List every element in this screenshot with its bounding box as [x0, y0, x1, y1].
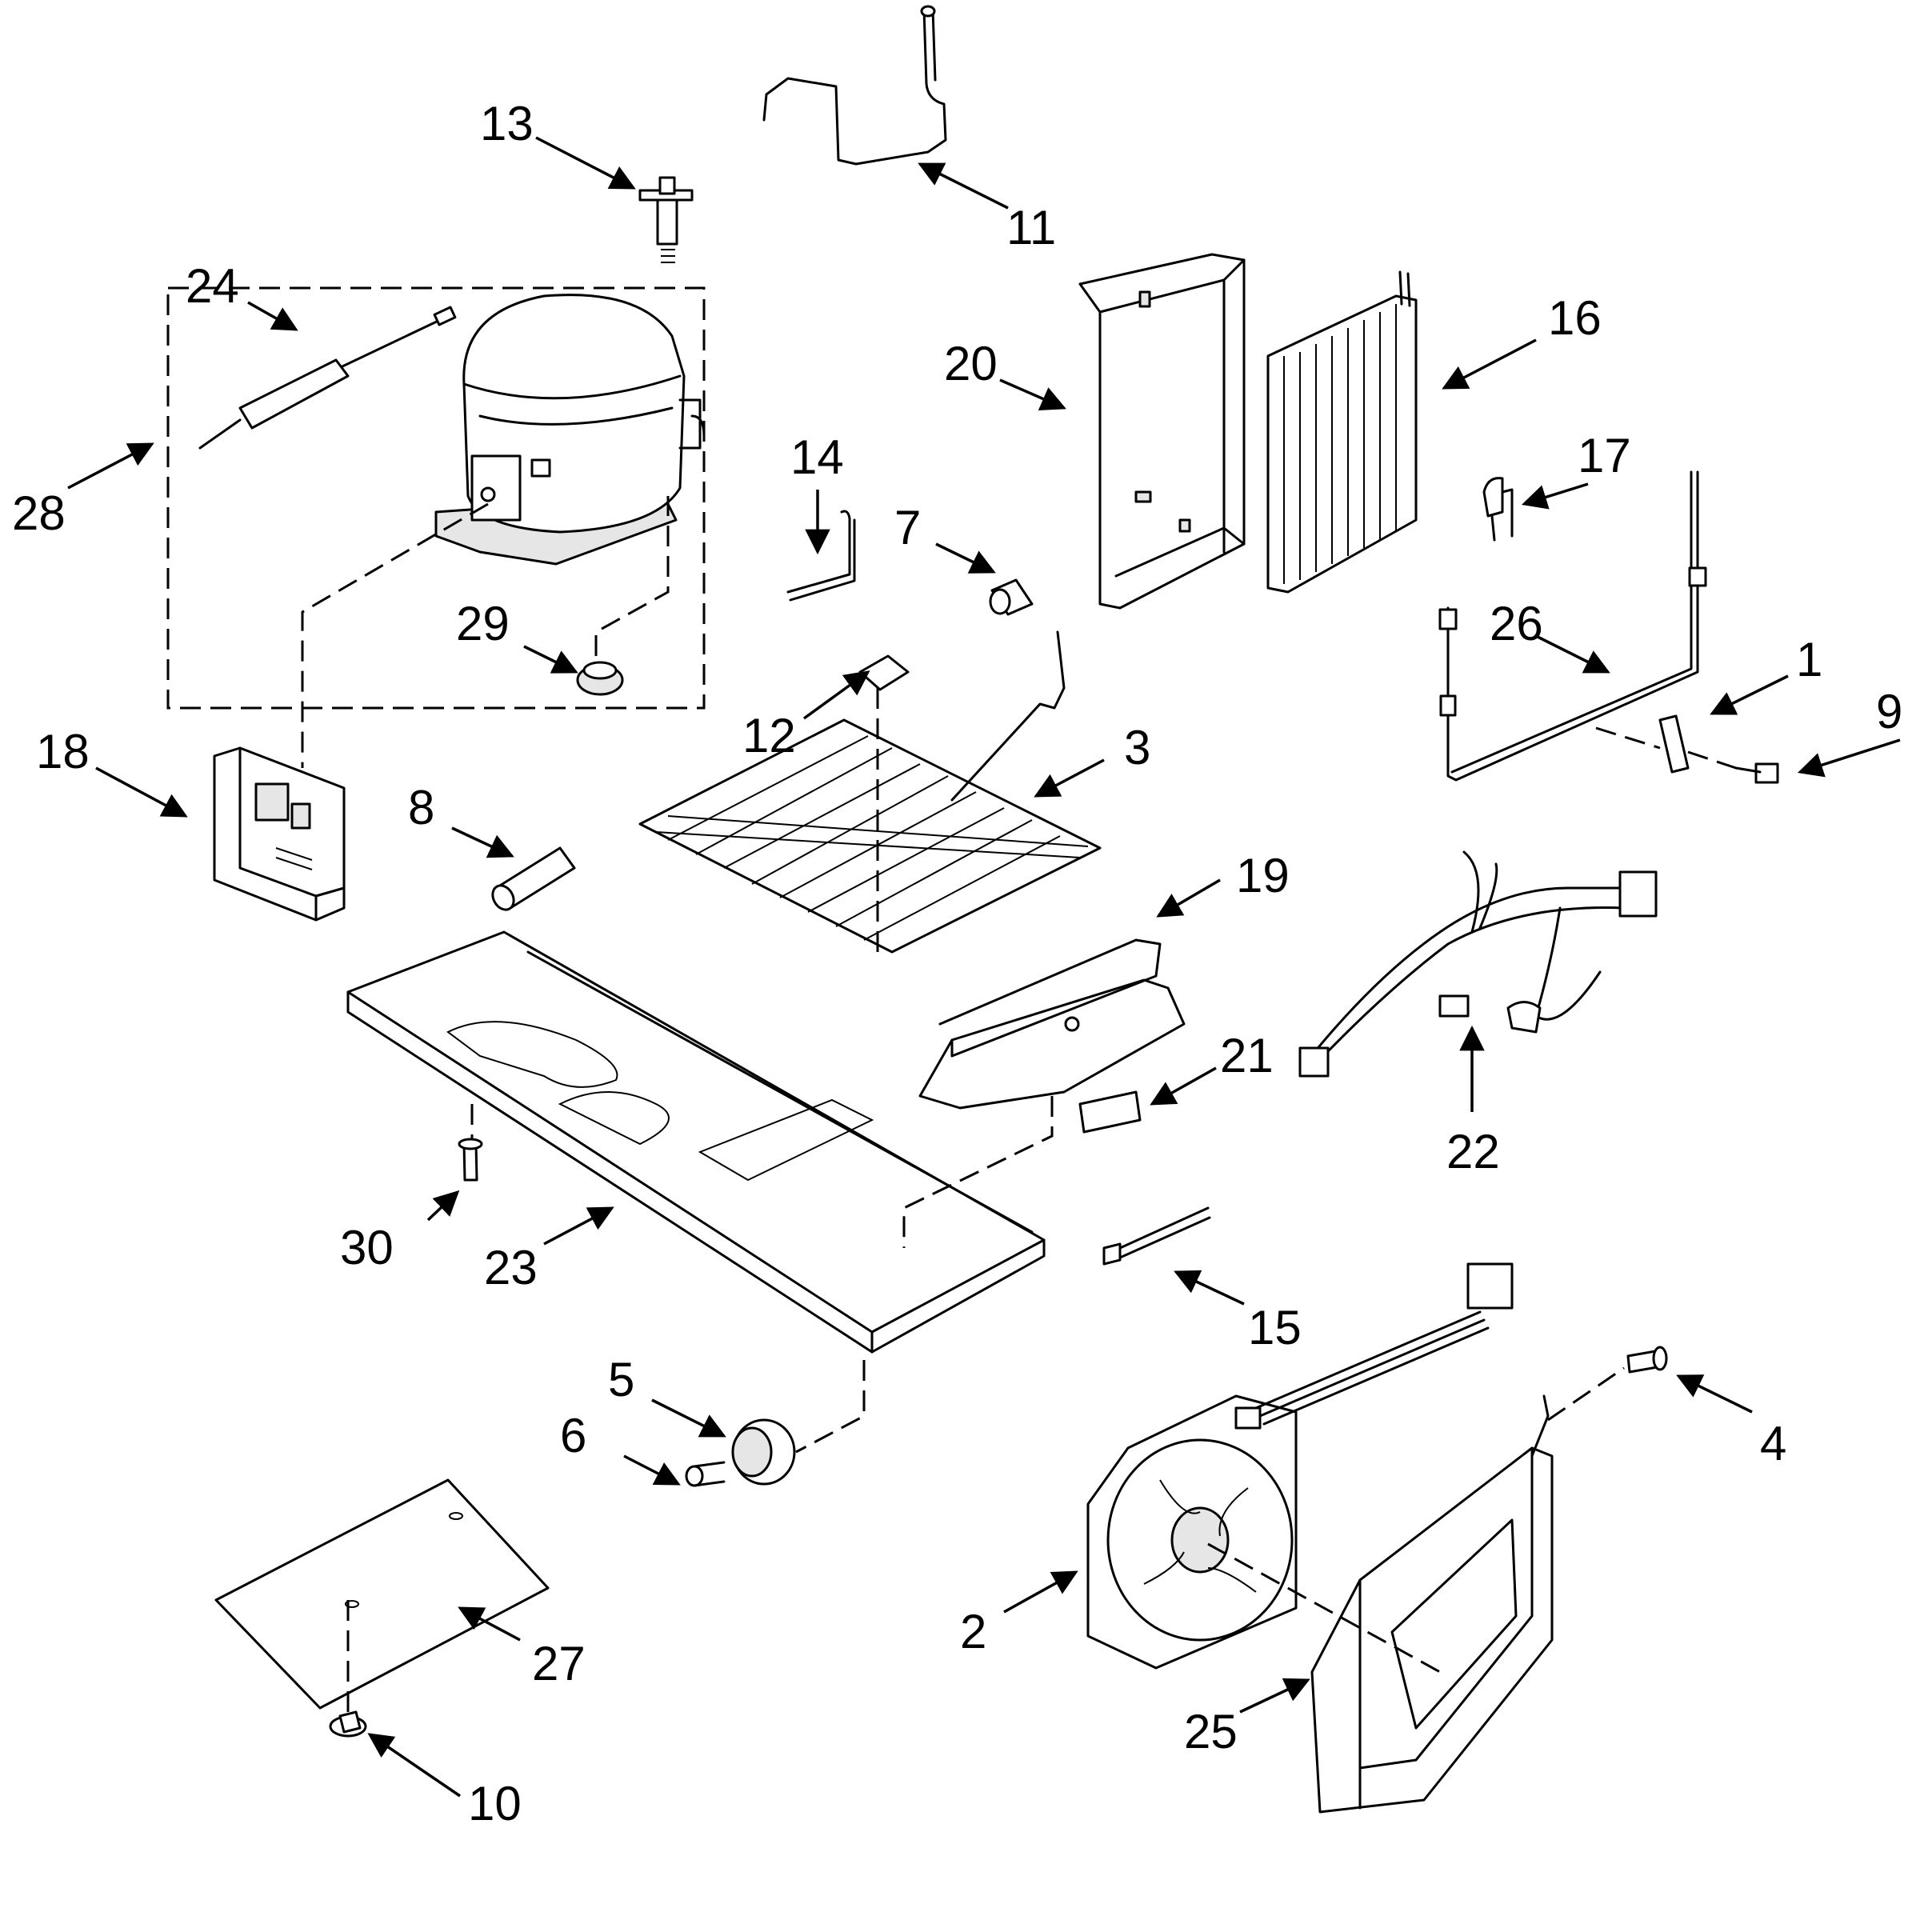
- control-box-part-18: [213, 746, 346, 922]
- callout-14: 14: [790, 430, 844, 484]
- clip-part-12: [858, 654, 910, 691]
- heater-wire-part-26: [1438, 470, 1707, 782]
- callout-10: 10: [468, 1777, 522, 1830]
- callout-20: 20: [944, 337, 998, 390]
- sleeve-part-8: [491, 846, 576, 911]
- evaporator-coil-part-16: [1266, 270, 1418, 594]
- clip-part-17: [1482, 477, 1514, 542]
- screw-part-9: [1734, 762, 1779, 784]
- callout-2: 2: [960, 1605, 986, 1658]
- callout-1: 1: [1796, 633, 1822, 686]
- insulation-pad-part-27: [214, 1478, 550, 1710]
- callout-9: 9: [1876, 685, 1902, 738]
- compressor-part-28: [434, 294, 706, 566]
- callout-16: 16: [1548, 291, 1602, 345]
- drain-pan-part-19: [918, 938, 1186, 1110]
- callout-arrows: [67, 136, 1901, 1798]
- filter-drier-part-24: [198, 306, 457, 450]
- callout-13: 13: [480, 97, 534, 150]
- foot-part-5: [731, 1418, 796, 1486]
- coupling-part-7: [989, 578, 1034, 616]
- clip-part-1: [1658, 714, 1690, 774]
- grommet-part-29: [576, 661, 624, 696]
- assembly-leaders: [166, 286, 1737, 1712]
- callout-8: 8: [408, 781, 434, 834]
- screw-part-30: [458, 1138, 483, 1182]
- callout-21: 21: [1220, 1029, 1274, 1082]
- callout-4: 4: [1760, 1417, 1786, 1470]
- gasket-part-21: [1078, 1090, 1142, 1134]
- callout-7: 7: [894, 501, 921, 554]
- screw-part-4: [1626, 1346, 1668, 1374]
- wiring-harness-part-22: [1298, 850, 1658, 1078]
- callout-22: 22: [1446, 1125, 1500, 1178]
- callout-15: 15: [1248, 1301, 1302, 1354]
- callout-6: 6: [560, 1409, 586, 1462]
- callout-12: 12: [742, 709, 796, 762]
- callout-24: 24: [186, 259, 239, 313]
- screw-part-6: [685, 1461, 726, 1487]
- fan-shroud-part-25: [1310, 1394, 1554, 1814]
- callout-5: 5: [608, 1353, 634, 1406]
- callout-29: 29: [456, 597, 510, 650]
- callout-28: 28: [12, 486, 66, 540]
- callout-27: 27: [532, 1637, 586, 1690]
- clip-part-10: [329, 1710, 367, 1738]
- cable-tie-part-15: [1102, 1206, 1211, 1266]
- callout-23: 23: [484, 1241, 538, 1294]
- valve-part-13: [638, 176, 694, 263]
- rod-part-14: [786, 510, 856, 602]
- callout-25: 25: [1184, 1705, 1238, 1758]
- callout-labels: 13 11 24 20 16 28 14 7 17 26 1 9 29 12 3…: [12, 97, 1902, 1830]
- base-plate-part-23: [346, 930, 1046, 1354]
- callout-30: 30: [340, 1221, 394, 1274]
- callout-11: 11: [1006, 201, 1056, 254]
- tube-part-11: [762, 5, 947, 166]
- callout-17: 17: [1578, 429, 1631, 482]
- callout-26: 26: [1490, 597, 1543, 650]
- callout-3: 3: [1124, 721, 1150, 774]
- callout-19: 19: [1236, 849, 1290, 902]
- evaporator-cover-part-20: [1078, 253, 1246, 610]
- fan-part-2: [1086, 1262, 1514, 1670]
- callout-18: 18: [36, 725, 90, 778]
